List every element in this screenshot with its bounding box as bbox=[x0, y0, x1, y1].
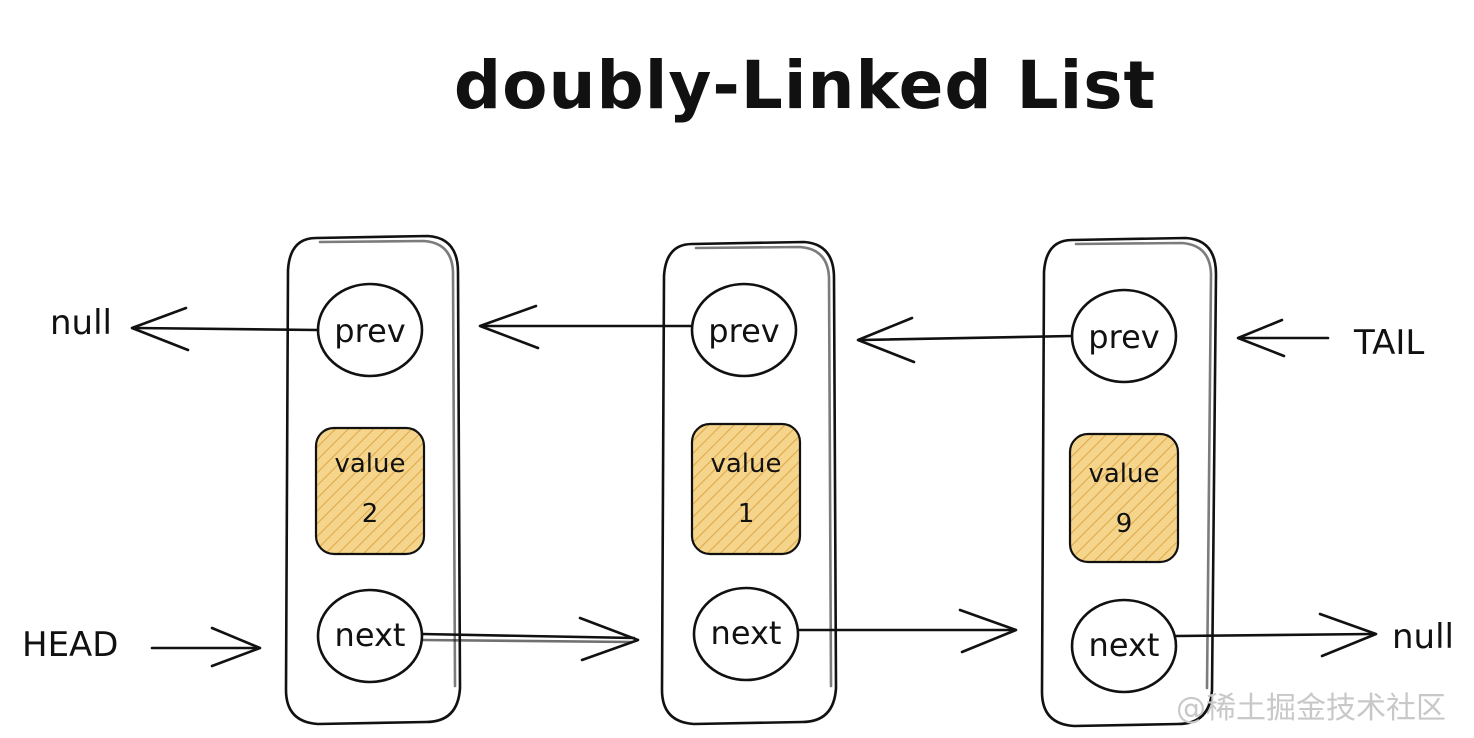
tail-arrow bbox=[1236, 318, 1330, 358]
next-pointer-circle bbox=[692, 586, 800, 682]
right-null-label: null bbox=[1392, 617, 1454, 657]
value-label: value bbox=[710, 449, 781, 479]
prev-label: prev bbox=[1088, 318, 1159, 356]
next-label: next bbox=[711, 614, 782, 652]
list-node: prev value 9 next bbox=[1040, 236, 1218, 728]
next-arrow bbox=[420, 616, 640, 662]
prev-label: prev bbox=[334, 312, 405, 350]
diagram-title: doubly-Linked List bbox=[454, 47, 1156, 124]
node-container bbox=[1040, 236, 1218, 728]
value-box bbox=[690, 422, 802, 556]
value-label: value bbox=[1088, 459, 1159, 489]
value-box bbox=[1068, 432, 1180, 564]
node-value: 9 bbox=[1116, 509, 1133, 539]
head-label: HEAD bbox=[22, 625, 119, 665]
node-value: 1 bbox=[738, 499, 755, 529]
prev-arrow bbox=[856, 316, 1074, 364]
next-label: next bbox=[335, 616, 406, 654]
prev-pointer-circle bbox=[690, 282, 798, 378]
list-node: prev value 1 next bbox=[660, 240, 838, 726]
next-pointer-circle bbox=[316, 588, 424, 684]
node-container bbox=[660, 240, 838, 726]
value-box bbox=[314, 426, 426, 556]
prev-arrow bbox=[478, 304, 694, 350]
prev-arrow bbox=[130, 306, 320, 352]
watermark: @稀土掘金技术社区 bbox=[1176, 691, 1446, 726]
next-pointer-circle bbox=[1070, 598, 1178, 694]
prev-label: prev bbox=[708, 312, 779, 350]
value-label: value bbox=[334, 449, 405, 479]
head-arrow bbox=[150, 626, 262, 668]
left-null-label: null bbox=[50, 303, 112, 343]
node-container bbox=[284, 234, 462, 726]
next-label: next bbox=[1089, 626, 1160, 664]
next-arrow bbox=[1174, 612, 1378, 658]
tail-label: TAIL bbox=[1353, 323, 1424, 363]
list-node: prev value 2 next bbox=[284, 234, 462, 726]
next-arrow bbox=[796, 608, 1018, 654]
node-value: 2 bbox=[362, 499, 379, 529]
